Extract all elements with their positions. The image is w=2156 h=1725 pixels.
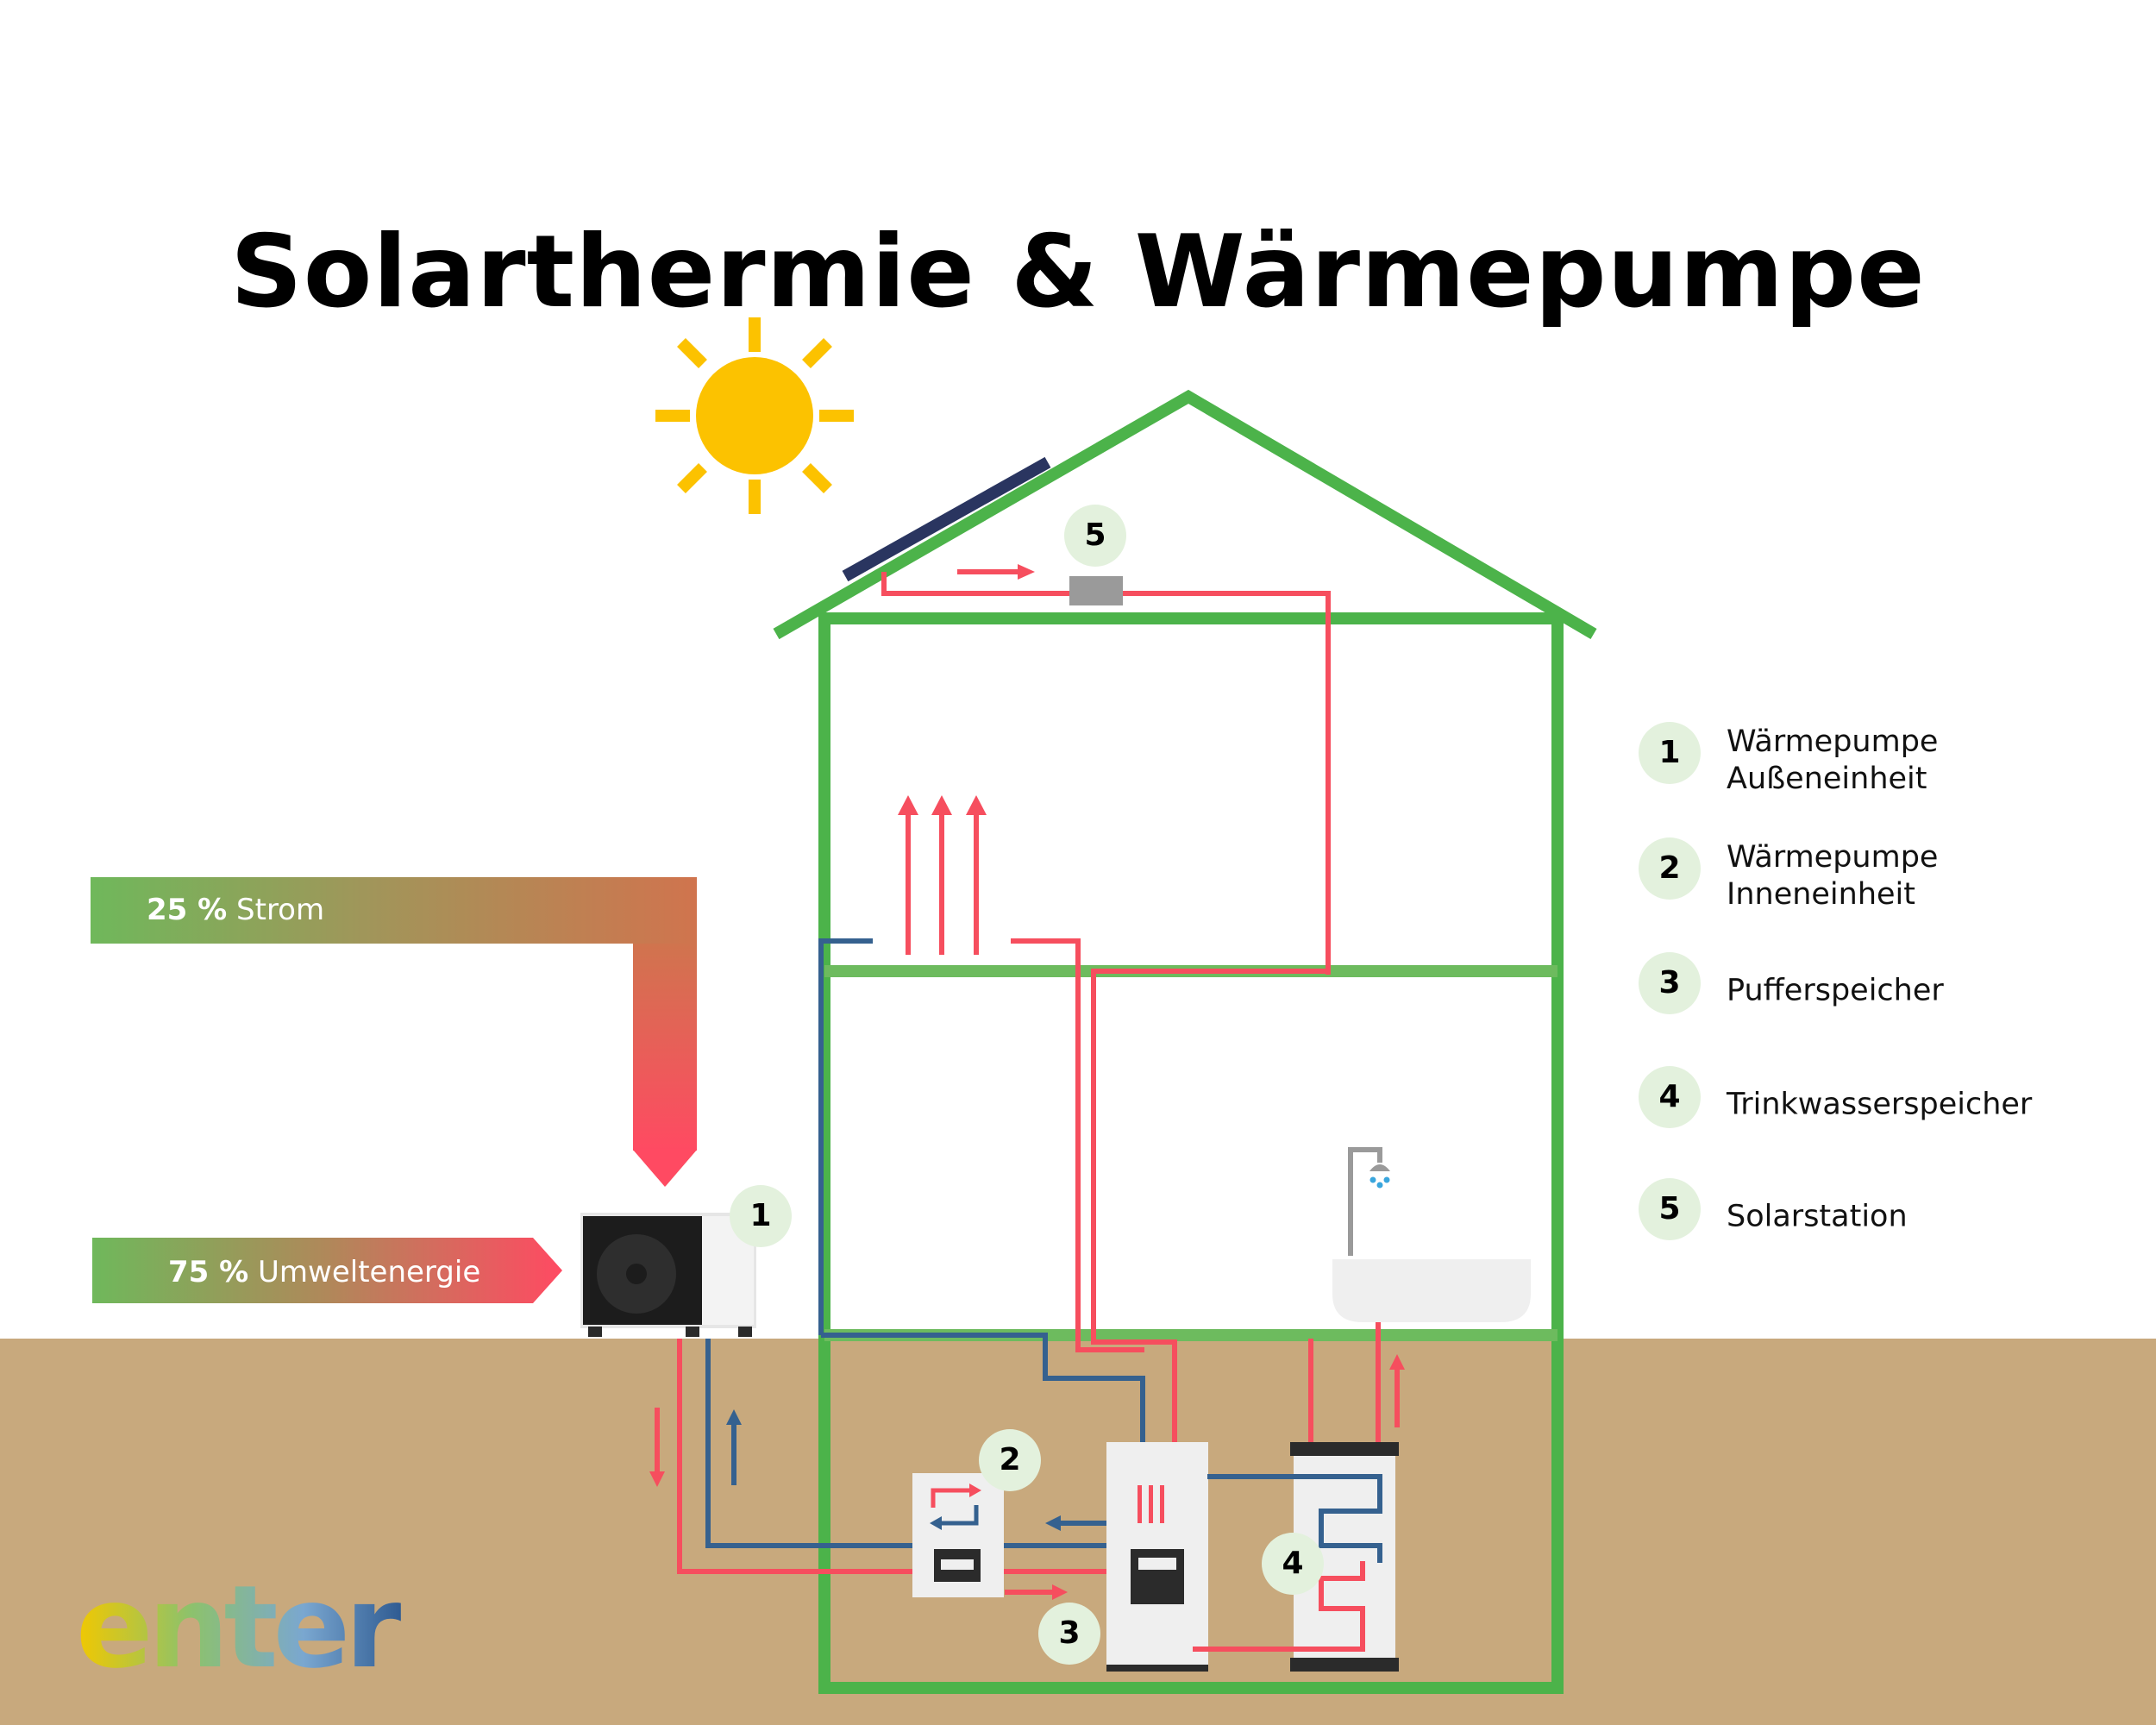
heating-cold-pipe — [818, 938, 873, 1335]
buffer-tank — [1106, 1442, 1208, 1672]
legend-text: Solarstation — [1727, 1199, 1908, 1234]
radiator-return-pipe — [1011, 938, 1144, 1352]
legend-text: Trinkwasserspeicher — [1727, 1087, 2033, 1122]
umwelt-percent: 75 % — [168, 1255, 249, 1289]
legend-number: 3 — [1639, 952, 1701, 1014]
solar-station-box — [1069, 576, 1123, 605]
sun-icon — [655, 317, 854, 514]
legend-text: Wärmepumpe Außeneinheit — [1727, 724, 1939, 796]
strom-flow-tip — [633, 1150, 697, 1187]
legend-item-3: 3 Pufferspeicher — [1639, 952, 2122, 1030]
badge-indoor-unit: 2 — [979, 1429, 1041, 1491]
legend-text: Pufferspeicher — [1727, 973, 1944, 1008]
page-title: Solarthermie & Wärmepumpe — [230, 213, 1926, 330]
strom-flow-arrow — [91, 877, 697, 1186]
badge-outdoor-unit: 1 — [730, 1185, 792, 1247]
house-outline — [773, 389, 1597, 1694]
solar-collector-panel — [842, 456, 1051, 582]
legend-number: 1 — [1639, 722, 1701, 784]
umwelt-flow-arrow — [92, 1238, 562, 1303]
badge-buffer: 3 — [1038, 1603, 1100, 1665]
legend-number: 4 — [1639, 1066, 1701, 1128]
legend-number: 2 — [1639, 837, 1701, 900]
tank-coils — [1193, 1320, 1382, 1652]
strom-flow-down — [633, 944, 697, 1151]
logo-text: enter — [76, 1570, 401, 1690]
strom-flow-label: 25 % Strom — [147, 893, 324, 927]
enter-logo: enter — [76, 1570, 406, 1690]
legend-text: Wärmepumpe Inneneinheit — [1727, 840, 1939, 912]
badge-solar-station: 5 — [1064, 505, 1126, 567]
legend-item-1: 1 Wärmepumpe Außeneinheit — [1639, 722, 2122, 800]
strom-percent: 25 % — [147, 893, 228, 927]
legend-number: 5 — [1639, 1178, 1701, 1240]
heat-pump-indoor-unit — [912, 1473, 1004, 1597]
badge-drinking-water: 4 — [1262, 1533, 1324, 1595]
solar-pipe-hot — [881, 572, 1331, 971]
strom-label: Strom — [236, 893, 325, 927]
bathtub-icon — [1332, 1147, 1531, 1322]
legend-item-2: 2 Wärmepumpe Inneneinheit — [1639, 837, 2122, 915]
umwelt-label: Umweltenergie — [258, 1255, 481, 1289]
cold-to-buffer — [821, 1333, 1145, 1442]
outdoor-cold-pipe — [705, 1339, 912, 1548]
heating-supply-pipe — [1091, 969, 1328, 1442]
outdoor-hot-pipe — [677, 1339, 912, 1574]
legend-item-5: 5 Solarstation — [1639, 1178, 2122, 1256]
umwelt-flow-label: 75 % Umweltenergie — [168, 1255, 480, 1289]
legend-item-4: 4 Trinkwasserspeicher — [1639, 1066, 2122, 1144]
heat-pump-outdoor-unit — [580, 1213, 756, 1337]
